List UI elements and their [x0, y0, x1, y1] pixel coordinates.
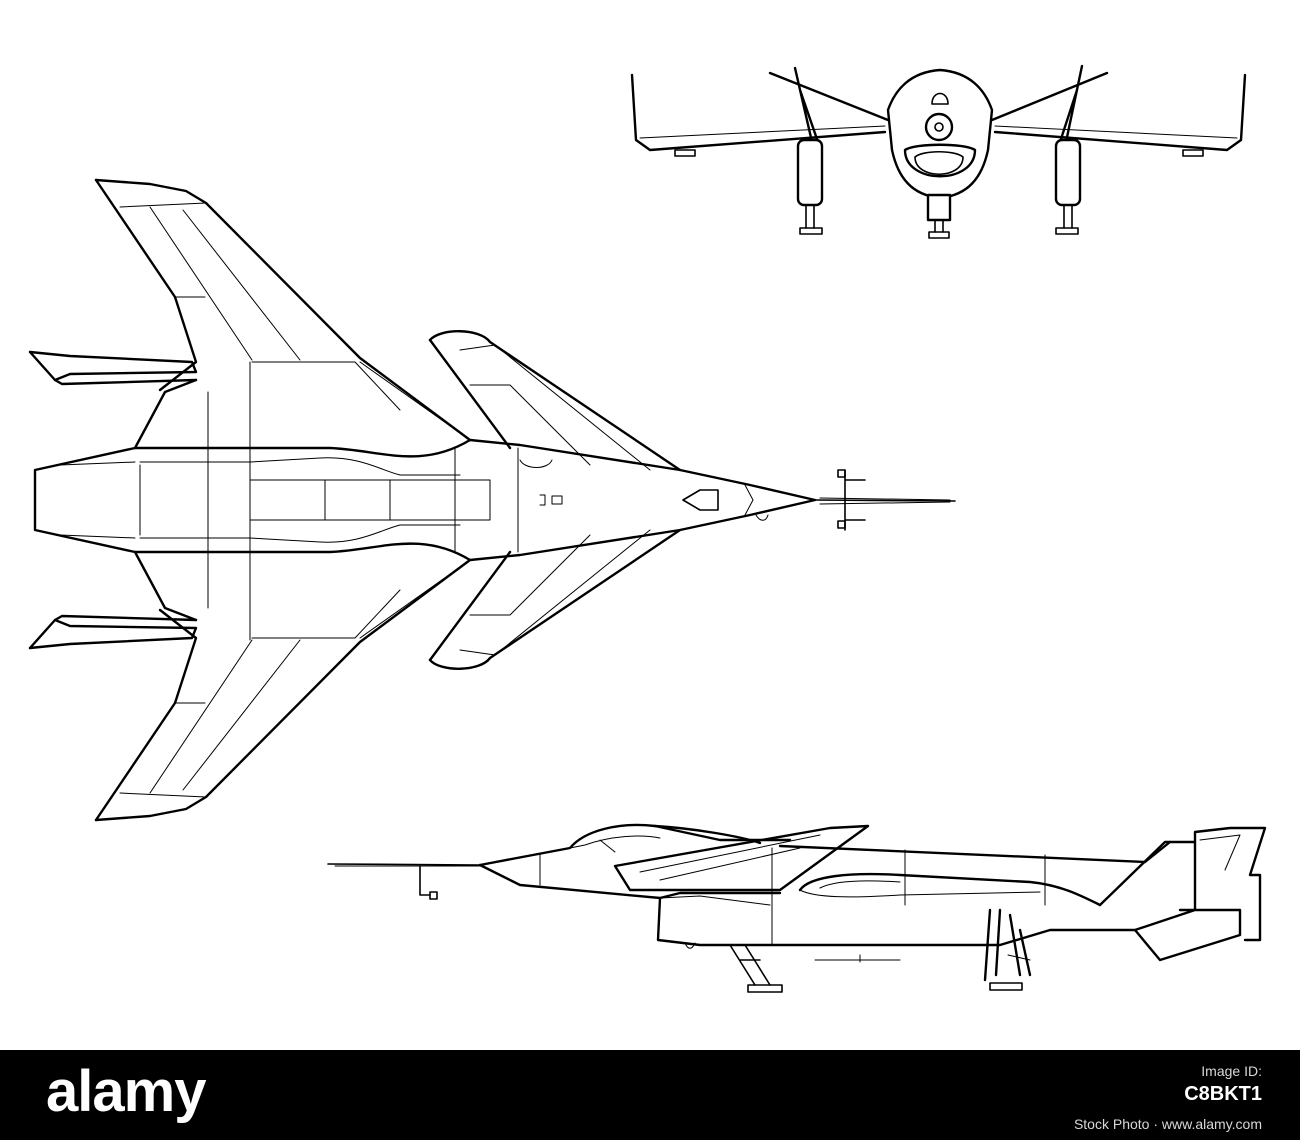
front-right-canard — [990, 71, 1109, 122]
side-nacelle — [656, 896, 1137, 947]
front-intake — [903, 143, 977, 178]
image-id: C8BKT1 — [1184, 1082, 1262, 1105]
front-right-engine — [1054, 138, 1082, 207]
top-upper-wing-edge — [94, 178, 472, 442]
site-link: www.alamy.com — [1161, 1116, 1262, 1132]
side-tail — [1098, 840, 1242, 962]
site-url: Stock Photo · www.alamy.com — [1073, 1116, 1262, 1132]
top-lower-canard — [428, 528, 682, 670]
top-view — [28, 178, 956, 822]
stock-footer: alamy Image ID: C8BKT1 Stock Photo · www… — [0, 1050, 1300, 1140]
side-wing — [613, 824, 870, 892]
three-view-drawing — [28, 64, 1267, 993]
top-upper-canard — [428, 330, 682, 472]
top-canopy — [682, 489, 719, 511]
top-lower-stabilizer — [28, 614, 198, 650]
front-view — [630, 64, 1247, 239]
image-reference: Image ID: C8BKT1 — [1184, 1062, 1262, 1108]
top-lower-wing-edge — [94, 558, 472, 822]
image-id-label: Image ID: — [1201, 1063, 1262, 1079]
side-nose-probe — [327, 863, 481, 866]
top-fuselage — [33, 438, 817, 562]
stock-label: Stock Photo — [1073, 1116, 1150, 1132]
brand-logo: alamy — [46, 1059, 206, 1124]
front-canopy — [931, 92, 949, 105]
side-rear-gear — [983, 908, 1032, 982]
front-right-wing — [993, 73, 1247, 152]
side-view — [327, 823, 1267, 993]
front-fuselage — [886, 68, 994, 200]
aircraft-svg — [28, 64, 1267, 993]
front-left-canard — [768, 71, 890, 122]
top-upper-stabilizer — [28, 350, 198, 386]
top-nose-probe — [814, 499, 956, 502]
front-left-wing — [630, 73, 887, 152]
front-left-engine — [796, 138, 824, 207]
side-fuselage-top — [478, 823, 792, 867]
side-main-gear — [729, 944, 771, 986]
side-stabilizer — [798, 872, 1102, 907]
